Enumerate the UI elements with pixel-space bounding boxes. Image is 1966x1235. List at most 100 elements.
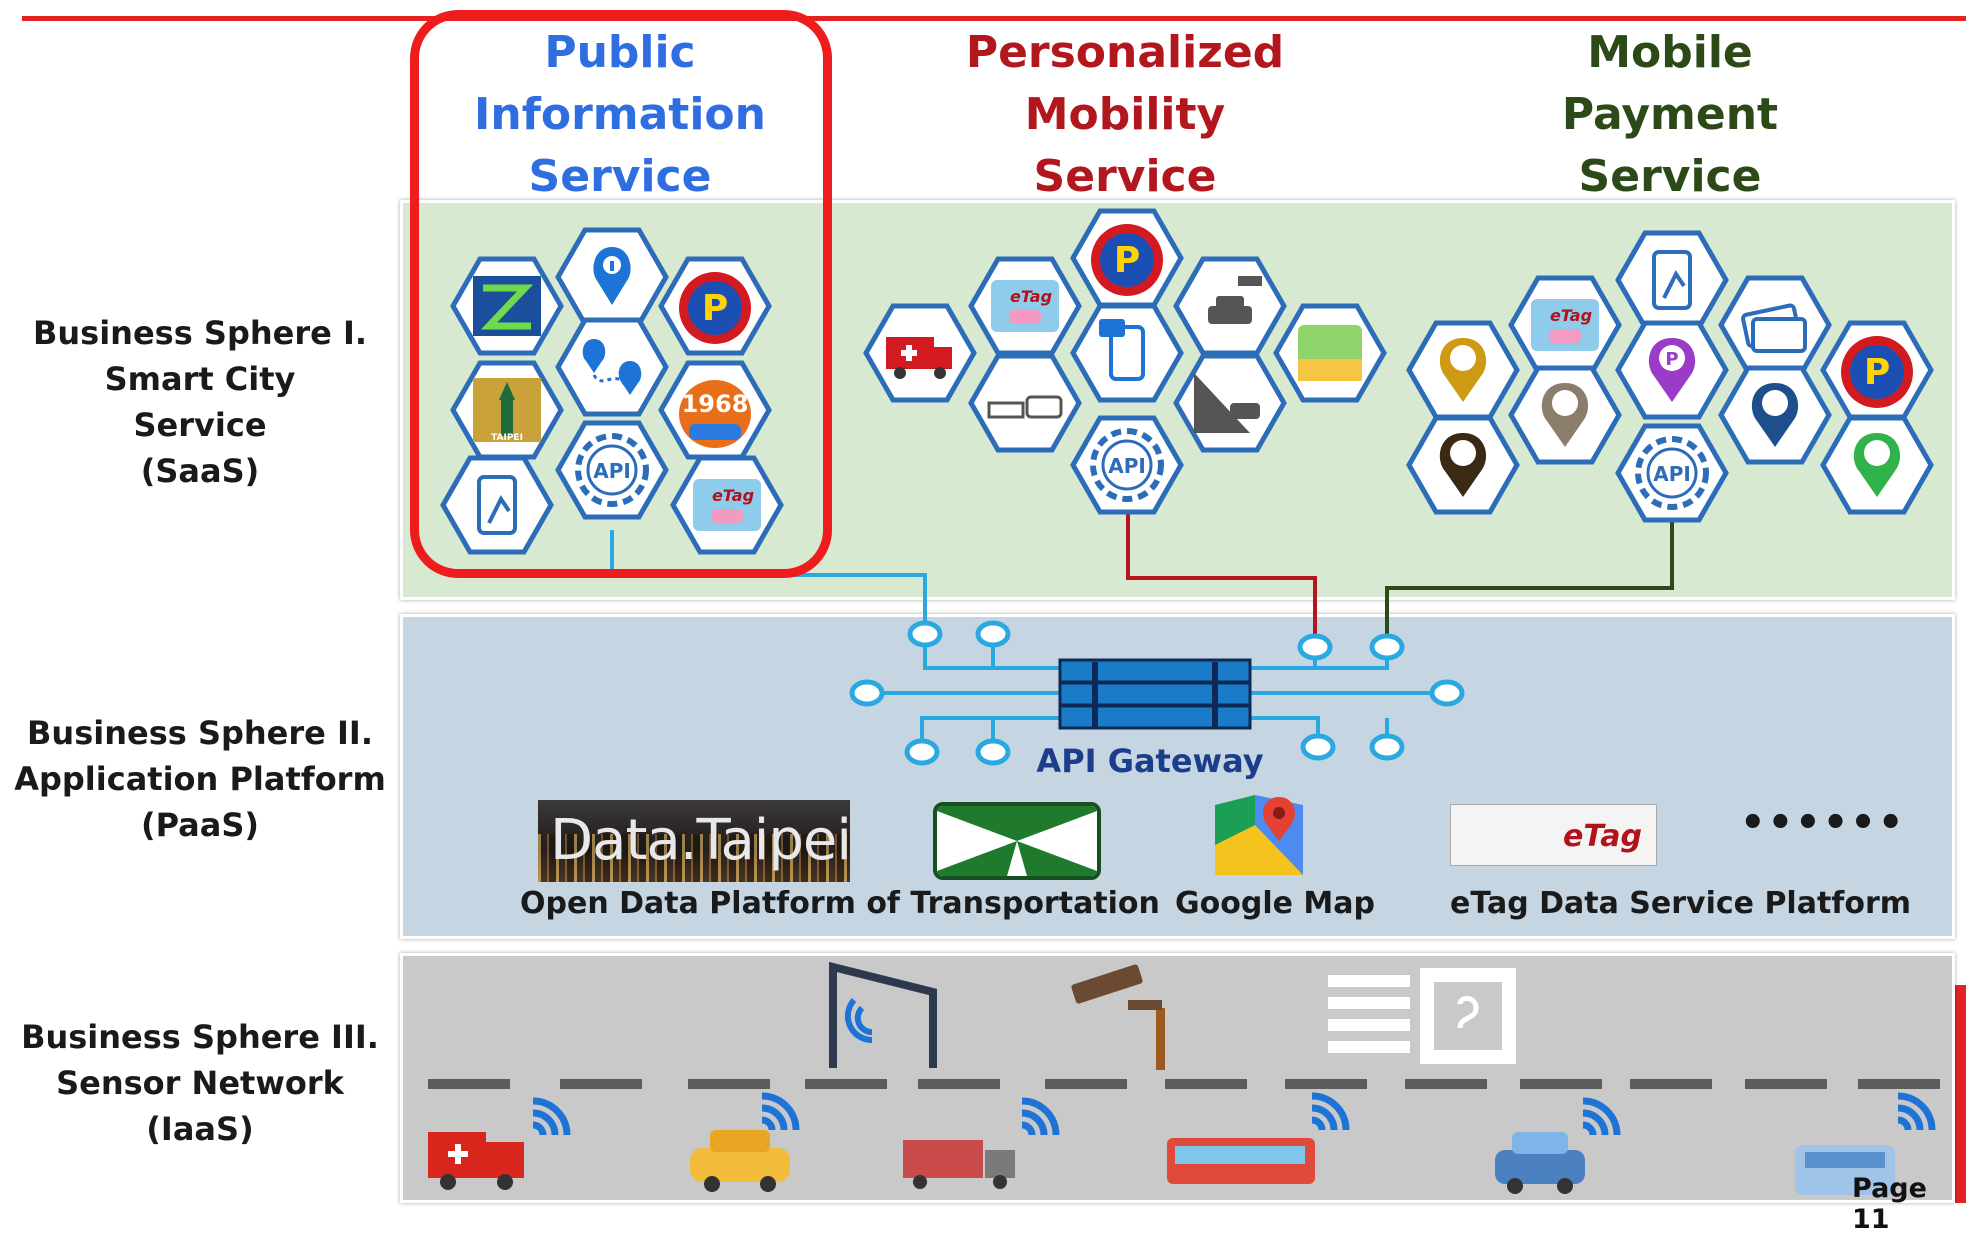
van-vehicle-icon — [1795, 1145, 1895, 1195]
svg-text:eTag: eTag — [712, 486, 754, 505]
etc-gantry-icon — [829, 961, 937, 1068]
touch-phone-icon — [443, 458, 551, 552]
etag-icon: eTag — [1511, 278, 1619, 372]
tow-truck-icon — [971, 356, 1079, 450]
road-perspective-icon — [937, 806, 1097, 876]
sphere-line: (SaaS) — [140, 452, 260, 490]
svg-text:P: P — [1665, 349, 1678, 370]
title-line: Payment — [1561, 89, 1779, 140]
coffee-pin-icon — [1409, 418, 1517, 512]
wireless-signal-icons — [532, 1092, 1936, 1136]
road-lane-markings — [428, 1079, 1940, 1089]
page-number: Page 11 — [1852, 1173, 1927, 1235]
landslide-icon — [1176, 356, 1284, 450]
shopping-pin-icon — [1823, 418, 1931, 512]
sphere-line: (IaaS) — [146, 1110, 254, 1148]
personalized-mobility-service-title: Personalized Mobility Service — [920, 22, 1330, 208]
title-line: Personalized — [965, 27, 1285, 78]
bus-vehicle-icon — [1167, 1138, 1315, 1184]
fuel-pin-icon — [1511, 368, 1619, 462]
svg-text:P: P — [1864, 352, 1890, 393]
taxi-vehicle-icon — [690, 1130, 790, 1192]
route-pins-icon — [558, 320, 666, 414]
sphere-line: Business Sphere I. — [32, 314, 368, 352]
info-pin-icon — [558, 230, 666, 324]
svg-text:P: P — [1114, 240, 1140, 281]
more-platforms-ellipsis: •••••• — [1740, 800, 1906, 846]
title-line: Service — [528, 151, 712, 202]
sphere-line: Smart City — [104, 360, 296, 398]
parking-icon: P — [1073, 211, 1181, 305]
etag-card-brand: eTag — [1563, 819, 1642, 854]
svg-text:API: API — [1653, 462, 1691, 486]
parking-pin-icon: P — [1618, 323, 1726, 417]
architecture-diagram: P TAIPEI 1968 API eTag P eTag — [428, 0, 1940, 1195]
sphere-line: (PaaS) — [140, 806, 260, 844]
dollar-pin-icon — [1721, 368, 1829, 462]
sphere-line: Application Platform — [14, 760, 386, 798]
ride-app-icon — [1276, 306, 1384, 400]
message-sign-icon — [1328, 968, 1516, 1064]
parking-icon: P — [1823, 323, 1931, 417]
sphere-line: Service — [133, 406, 267, 444]
api-gear-icon: API — [1073, 418, 1181, 512]
title-line: Service — [1033, 151, 1217, 202]
svg-text:TAIPEI: TAIPEI — [491, 433, 523, 443]
etag-icon: eTag — [673, 458, 781, 552]
data-taipei-logo-text: Data.Taipei — [550, 808, 850, 873]
credit-card-icon — [1721, 278, 1829, 372]
burger-pin-icon — [1409, 323, 1517, 417]
mobile-message-icon — [1073, 306, 1181, 400]
touch-phone-icon — [1618, 233, 1726, 327]
api-gateway-label: API Gateway — [1036, 742, 1264, 780]
cctv-camera-icon — [1071, 964, 1165, 1070]
payment-hex-cluster: eTag P P API — [1409, 233, 1931, 520]
api-gear-icon: API — [558, 423, 666, 517]
svg-text:API: API — [1108, 454, 1146, 478]
paas-band — [400, 614, 1955, 939]
sphere-line: Business Sphere III. — [21, 1018, 379, 1056]
ambulance-icon — [866, 306, 974, 400]
title-line: Mobility — [1024, 89, 1226, 140]
svg-text:1968: 1968 — [682, 390, 749, 418]
gateway-nodes — [849, 620, 1465, 766]
bus-app-icon — [453, 259, 561, 353]
svg-text:eTag: eTag — [1550, 306, 1592, 325]
mobility-wire — [1126, 512, 1317, 640]
city-skyline — [538, 834, 850, 882]
public-information-service-title: Public Information Service — [420, 22, 820, 208]
api-gear-icon: API — [1618, 426, 1726, 520]
sphere-two-label: Business Sphere II. Application Platform… — [0, 710, 400, 848]
etag-card-logo: eTag — [1450, 804, 1657, 866]
cctv-car-icon — [1176, 259, 1284, 353]
server-stack-icon — [1058, 658, 1252, 730]
bus-1968-icon: 1968 — [661, 363, 769, 457]
google-map-pin-icon — [1215, 795, 1303, 875]
svg-text:P: P — [702, 288, 728, 329]
taipei-tower-icon: TAIPEI — [453, 363, 561, 457]
sphere-line: Business Sphere II. — [27, 714, 373, 752]
data-taipei-logo: Data.Taipei — [538, 800, 850, 882]
payment-wire — [1385, 515, 1674, 640]
title-line: Public — [544, 27, 696, 78]
title-line: Mobile — [1587, 27, 1753, 78]
etag-platform-label: eTag Data Service Platform — [1450, 886, 1912, 921]
public-hex-cluster: P TAIPEI 1968 API eTag — [443, 230, 781, 552]
sphere-one-label: Business Sphere I. Smart City Service (S… — [0, 310, 400, 494]
svg-text:API: API — [593, 459, 631, 483]
svg-text:eTag: eTag — [1010, 287, 1052, 306]
car-vehicle-icon — [1495, 1132, 1585, 1194]
sphere-line: Sensor Network — [56, 1064, 344, 1102]
etag-icon: eTag — [971, 259, 1079, 353]
google-map-logo — [1215, 795, 1303, 875]
title-line: Service — [1578, 151, 1762, 202]
mobility-hex-cluster: P eTag API — [866, 211, 1384, 512]
ambulance-vehicle-icon — [428, 1132, 524, 1190]
parking-icon: P — [661, 259, 769, 353]
transport-data-logo — [933, 802, 1101, 880]
google-map-label: Google Map — [1175, 886, 1375, 921]
sphere-three-label: Business Sphere III. Sensor Network (Iaa… — [0, 1014, 400, 1152]
right-red-tab — [1954, 985, 1966, 1203]
title-line: Information — [474, 89, 766, 140]
truck-vehicle-icon — [903, 1140, 1015, 1189]
